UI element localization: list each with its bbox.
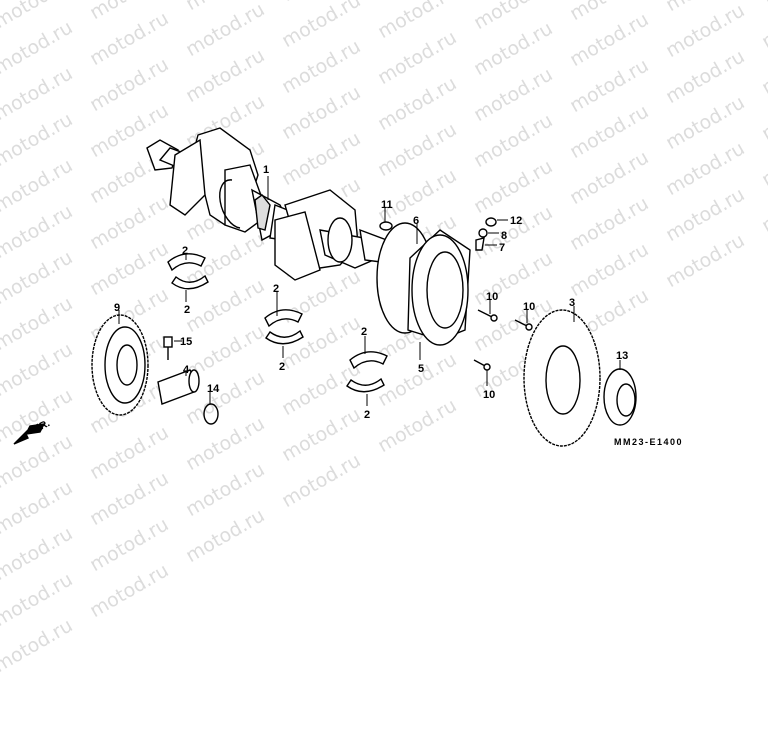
bearing-shells (167, 253, 388, 393)
starter-clutch-icon (376, 222, 471, 346)
crankshaft-icon (146, 127, 406, 281)
leader-lines (118, 176, 621, 406)
callout-main-bearing-lower-3: 2 (364, 409, 371, 421)
callout-needle-bearing: 13 (616, 350, 629, 362)
drawing-code: MM23-E1400 (614, 437, 684, 447)
callout-starter-clutch-outer: 5 (418, 363, 425, 375)
starter-driven-gear-icon (523, 309, 601, 447)
callout-bolt-1: 10 (486, 291, 499, 303)
drive-gear-icon (91, 314, 149, 416)
watermark-text: motod.ru (0, 614, 77, 678)
callout-roller: 12 (510, 215, 523, 227)
callout-starter-clutch-plate: 6 (413, 215, 420, 227)
callout-crankshaft: 1 (263, 164, 270, 176)
callout-woodruff-key: 11 (381, 199, 393, 211)
callout-circlip: 14 (207, 383, 220, 395)
watermark-text: motod.ru (0, 568, 77, 632)
callout-main-bearing-upper-2: 2 (273, 283, 280, 295)
callout-drive-gear: 9 (114, 302, 121, 314)
callout-main-bearing-lower-2: 2 (279, 361, 286, 373)
callout-main-bearing-upper-1: 2 (182, 245, 189, 257)
bolt-icon (163, 336, 173, 360)
needle-bearing-icon (603, 368, 637, 426)
bolt-10-icons (473, 309, 533, 371)
callout-bolt-3: 10 (483, 389, 496, 401)
front-arrow-icon (13, 423, 46, 445)
callout-starter-driven-gear: 3 (569, 297, 576, 309)
woodruff-key-icon (379, 221, 393, 231)
circlip-icon (203, 403, 219, 425)
callout-cap: 8 (501, 230, 508, 242)
callout-main-bearing-lower-1: 2 (184, 304, 191, 316)
callout-bolt-flange: 15 (180, 336, 193, 348)
roller-spring-icons (475, 217, 497, 251)
diagram-drawing (13, 127, 637, 447)
callout-main-bearing-upper-3: 2 (361, 326, 368, 338)
callout-spring: 7 (499, 242, 506, 254)
pin-icon (157, 369, 200, 405)
callout-bolt-2: 10 (523, 301, 536, 313)
callout-pin: 4 (183, 364, 190, 376)
